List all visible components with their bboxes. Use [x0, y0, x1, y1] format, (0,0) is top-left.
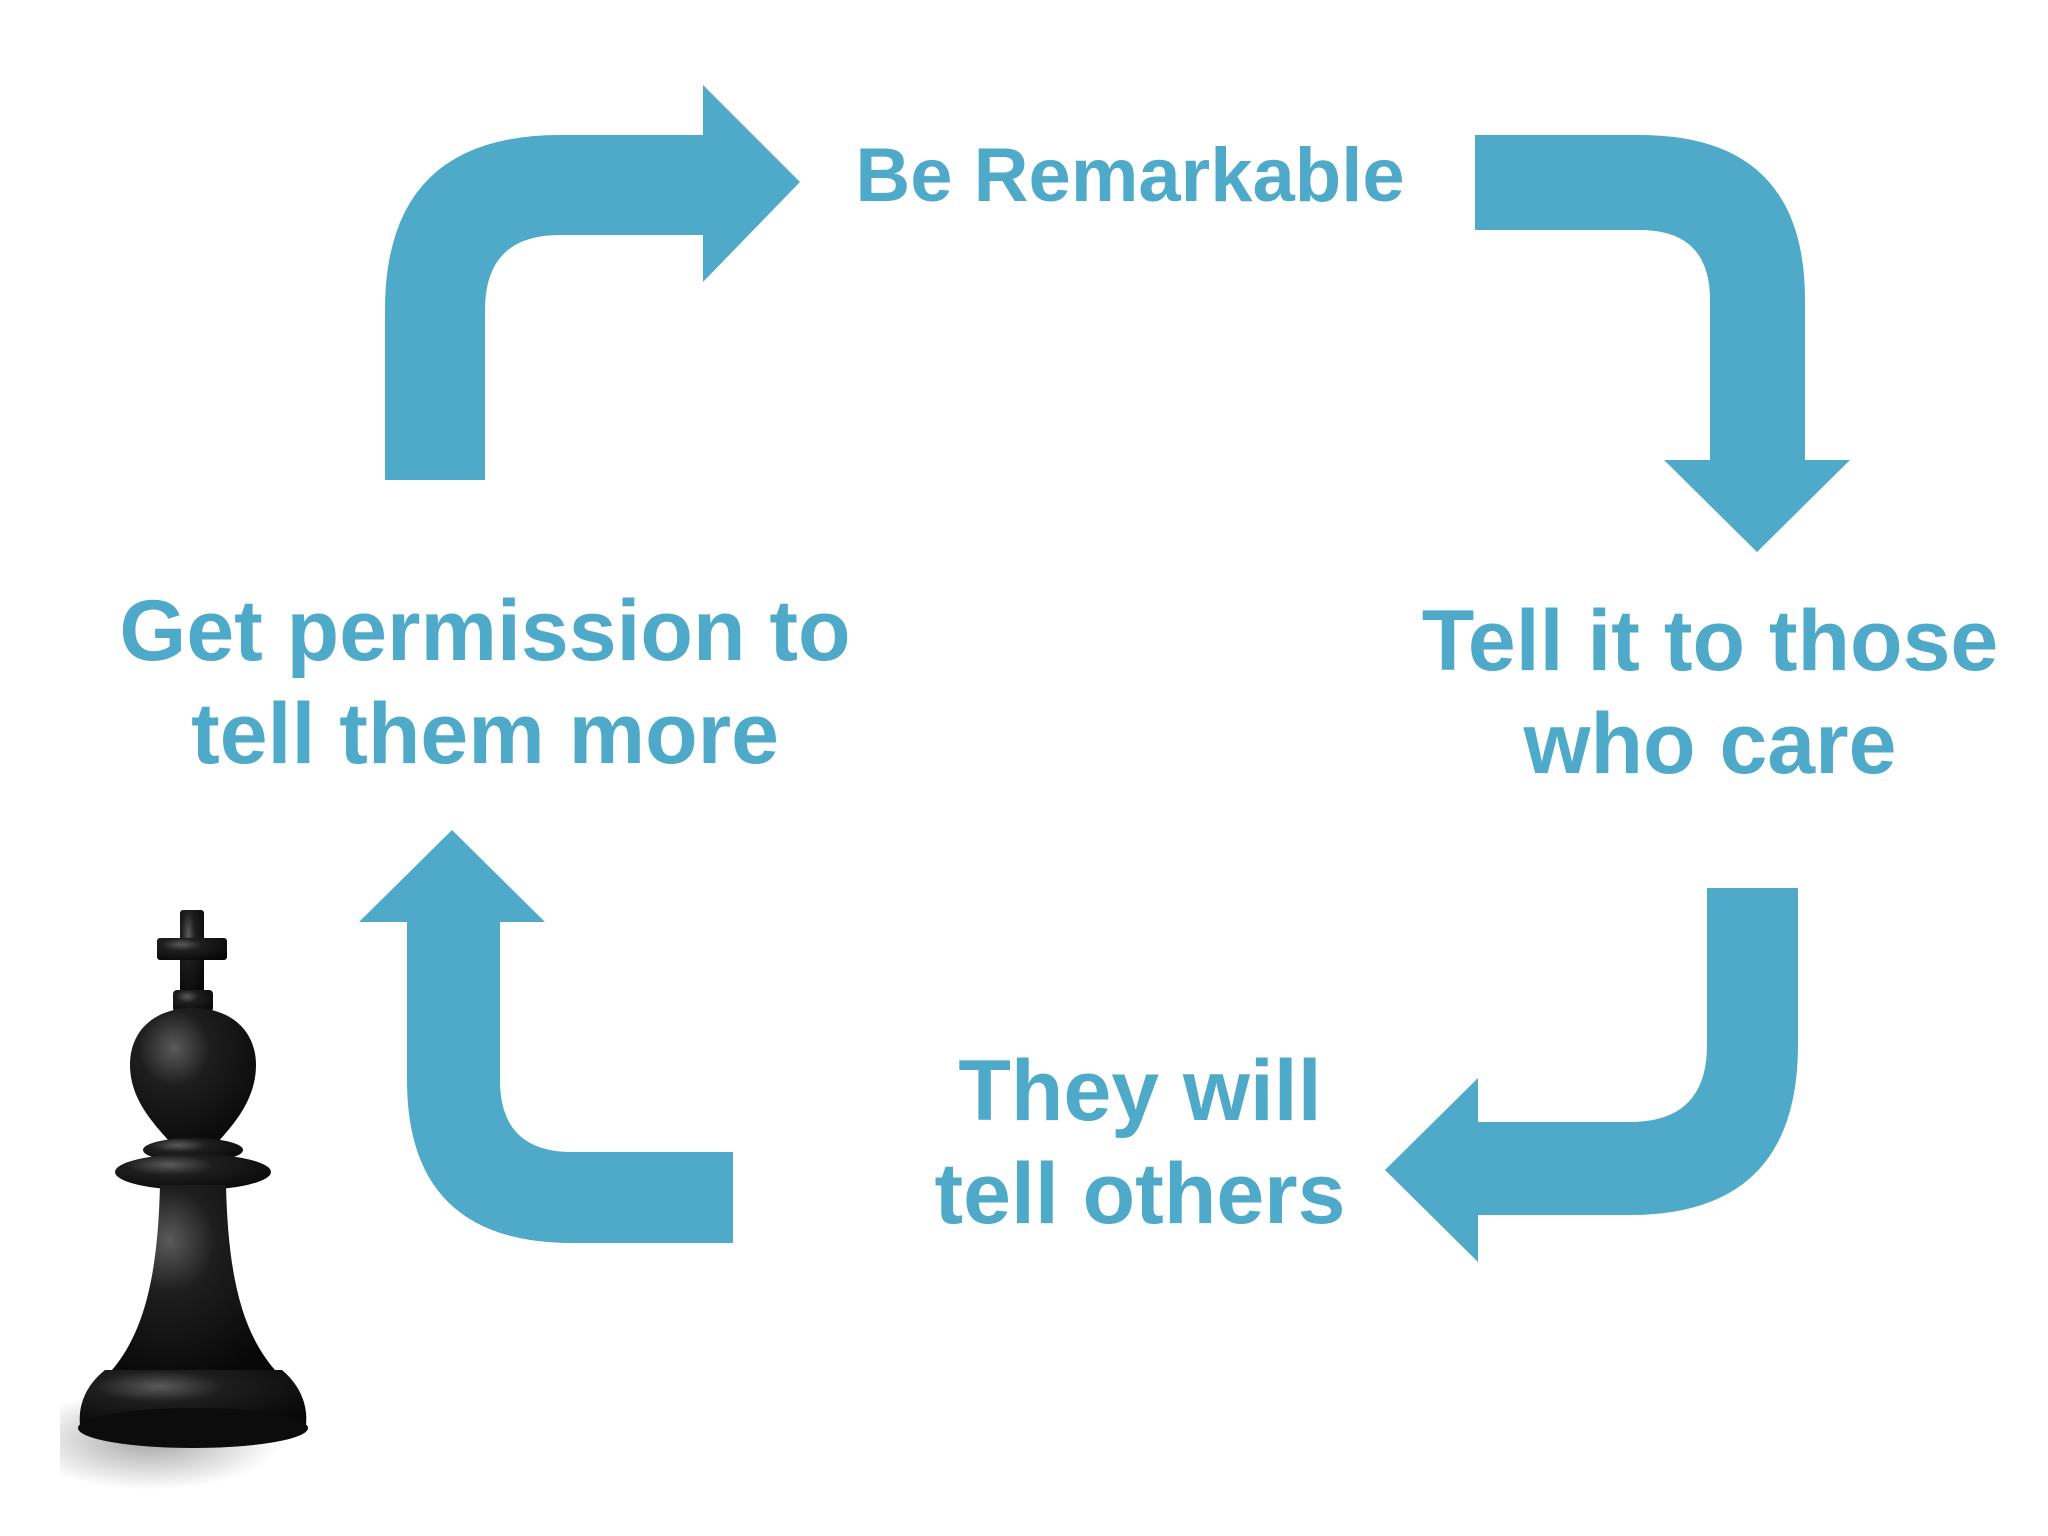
step-label-line: tell them more — [191, 686, 779, 783]
arrow-to-tell-those-who-care — [1475, 135, 1850, 552]
step-label-line: Get permission to — [119, 583, 851, 679]
step-be-remarkable: Be Remarkable — [820, 130, 1440, 221]
step-label-line: Tell it to those — [1421, 593, 1999, 689]
step-label-line: tell others — [934, 1146, 1346, 1243]
arrow-to-they-will-tell-others — [1385, 888, 1798, 1262]
step-label-line: who care — [1523, 696, 1897, 793]
arrow-to-be-remarkable — [385, 85, 800, 480]
step-tell-those-who-care: Tell it to those who care — [1370, 590, 2048, 796]
arrow-to-get-permission — [359, 830, 733, 1243]
step-they-will-tell-others: They will tell others — [870, 1040, 1410, 1246]
step-get-permission: Get permission to tell them more — [60, 580, 910, 786]
chess-king-icon — [60, 910, 308, 1490]
step-label-line: They will — [958, 1043, 1322, 1139]
step-label-line: Be Remarkable — [855, 133, 1405, 218]
